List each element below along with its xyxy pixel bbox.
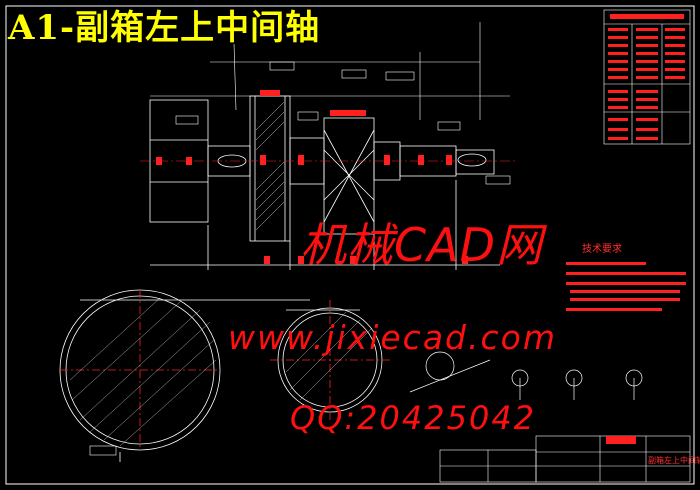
shaft-main-view: [149, 95, 500, 270]
drawing-frame: [5, 5, 695, 485]
top-dimension-lines: [150, 22, 510, 120]
watermark-site-name: 机械CAD网: [300, 218, 544, 272]
drawing-title: A1-副箱左上中间轴: [8, 8, 321, 48]
title-block-part-name: 副箱左上中间轴: [648, 456, 700, 465]
table-rows: [608, 14, 685, 140]
technical-requirements-heading: 技术要求: [582, 244, 622, 255]
gear-parameter-table: [603, 9, 691, 145]
title-block: [439, 435, 691, 483]
tolerance-frames: [89, 61, 511, 456]
left-circle-hatching: [69, 297, 217, 447]
gear-section-view-left: [59, 289, 310, 462]
watermark-url: www.jixiecad.com: [228, 318, 557, 357]
detail-views: [409, 351, 643, 400]
gear-section-view-right: [270, 300, 390, 420]
right-circle-hatching: [285, 311, 373, 401]
watermark-qq: QQ:20425042: [290, 399, 537, 437]
technical-requirements-notes: [566, 262, 686, 311]
main-view-red-tags: [156, 90, 468, 264]
gear-hatching: [255, 101, 285, 231]
